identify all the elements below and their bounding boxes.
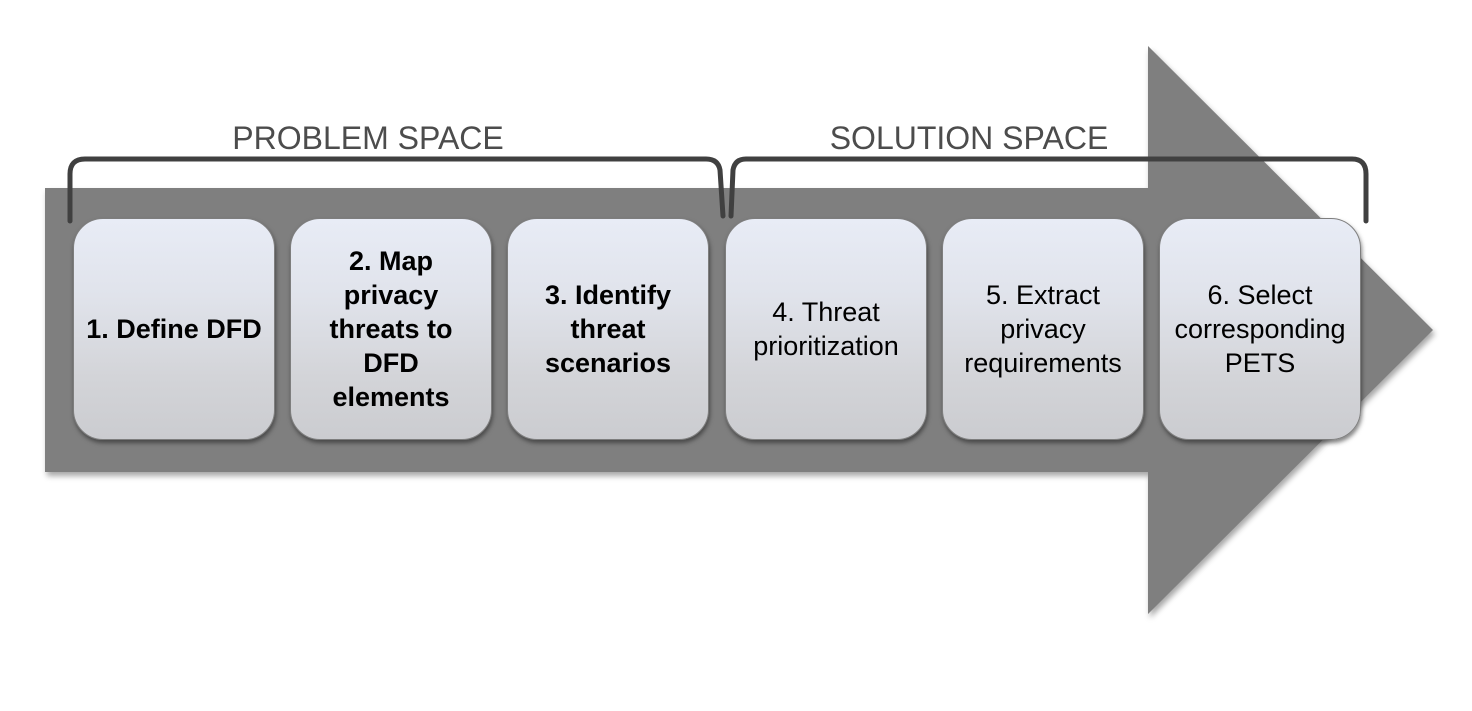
step-label-line: 2. Map <box>348 246 434 276</box>
step-box-5: 5. Extract privacy requirements <box>942 218 1144 440</box>
solution-space-bracket <box>728 156 1369 224</box>
step-label-line: scenarios <box>544 348 672 378</box>
step-label-line: elements <box>332 382 450 412</box>
problem-space-label: PROBLEM SPACE <box>232 120 504 156</box>
step-label-line: requirements <box>964 348 1122 378</box>
step-label-line: privacy <box>343 280 439 310</box>
step-label-line: prioritization <box>753 331 899 361</box>
step-box-3: 3. Identify threat scenarios <box>507 218 709 440</box>
step-label-line: threat <box>570 314 646 344</box>
problem-space-bracket <box>67 156 726 224</box>
step-label-line: DFD <box>363 348 419 378</box>
step-label-line: 1. Define DFD <box>86 314 262 344</box>
step-label-line: 5. Extract <box>985 280 1101 310</box>
step-label-line: threats to <box>329 314 453 344</box>
step-label-line: 4. Threat <box>772 297 880 327</box>
step-label-line: privacy <box>1000 314 1086 344</box>
step-box-2: 2. Map privacy threats to DFD elements <box>290 218 492 440</box>
step-label-line: PETS <box>1224 348 1296 378</box>
step-label-line: 3. Identify <box>544 280 672 310</box>
solution-space-label: SOLUTION SPACE <box>829 120 1109 156</box>
step-box-1: 1. Define DFD <box>73 218 275 440</box>
step-label-line: corresponding <box>1174 314 1346 344</box>
step-box-4: 4. Threat prioritization <box>725 218 927 440</box>
step-label-line: 6. Select <box>1207 280 1313 310</box>
